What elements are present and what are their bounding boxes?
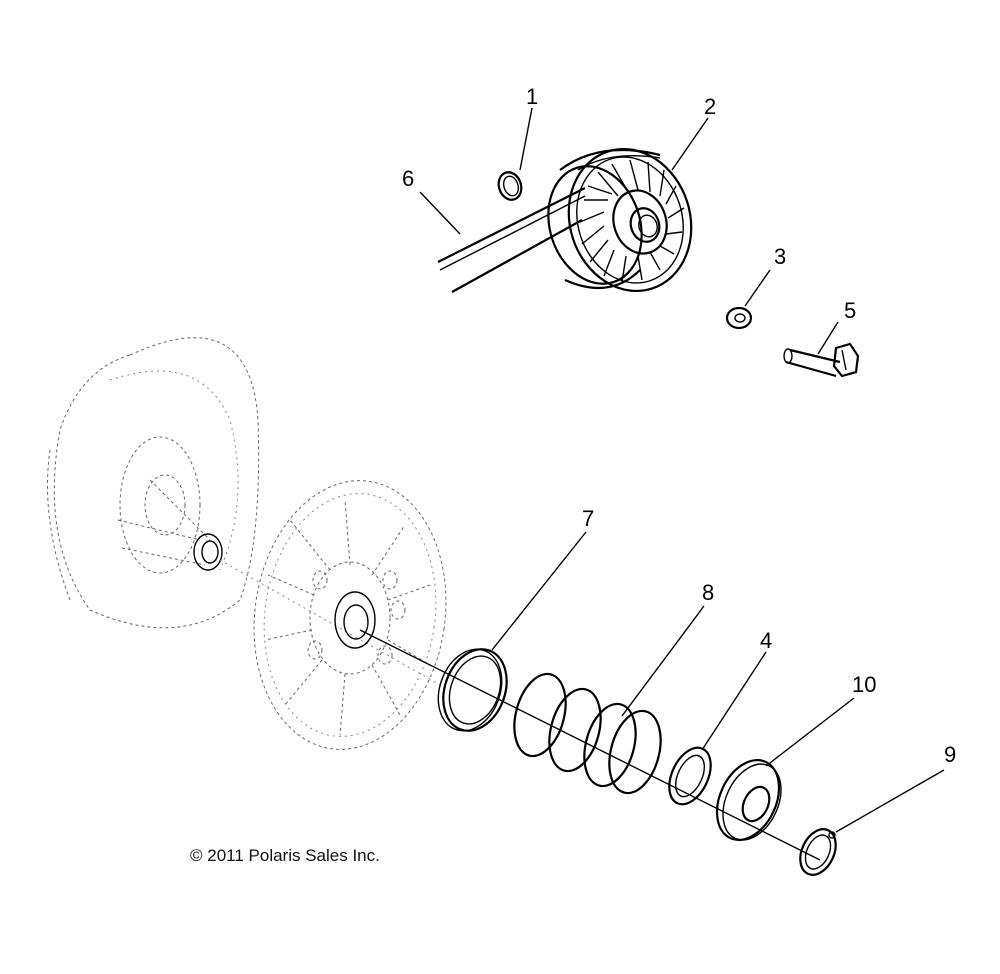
callout-5: 5 [844, 298, 856, 323]
leader-10 [765, 697, 855, 767]
callout-2: 2 [704, 94, 716, 119]
callout-7: 7 [582, 506, 594, 531]
hex-bolt [783, 342, 860, 378]
leader-2 [671, 117, 709, 171]
leader-1 [519, 107, 533, 171]
callout-10: 10 [852, 672, 876, 697]
callout-4: 4 [760, 628, 772, 653]
clutch-roller-wheel [547, 147, 693, 293]
callout-9: 9 [944, 742, 956, 767]
callout-3: 3 [774, 244, 786, 269]
spring-cup [715, 759, 782, 841]
copyright-notice: © 2011 Polaris Sales Inc. [190, 846, 380, 865]
seal [437, 648, 508, 732]
leader-lines [419, 107, 945, 833]
washer [725, 306, 753, 330]
thrust-washer [668, 746, 712, 806]
spring [513, 672, 662, 795]
leader-5 [817, 321, 839, 355]
leader-6 [419, 191, 461, 235]
callout-6: 6 [402, 166, 414, 191]
leader-9 [835, 769, 945, 833]
snap-ring [799, 828, 837, 876]
stationary-sheave [47, 337, 441, 686]
leader-4 [701, 651, 767, 751]
o-ring [497, 171, 523, 201]
leader-8 [621, 605, 705, 717]
leader-3 [744, 269, 771, 307]
assembly-axis-line [359, 629, 821, 861]
callout-8: 8 [702, 580, 714, 605]
leader-7 [491, 531, 587, 651]
callout-1: 1 [526, 84, 538, 109]
moveable-sheave [253, 480, 447, 750]
